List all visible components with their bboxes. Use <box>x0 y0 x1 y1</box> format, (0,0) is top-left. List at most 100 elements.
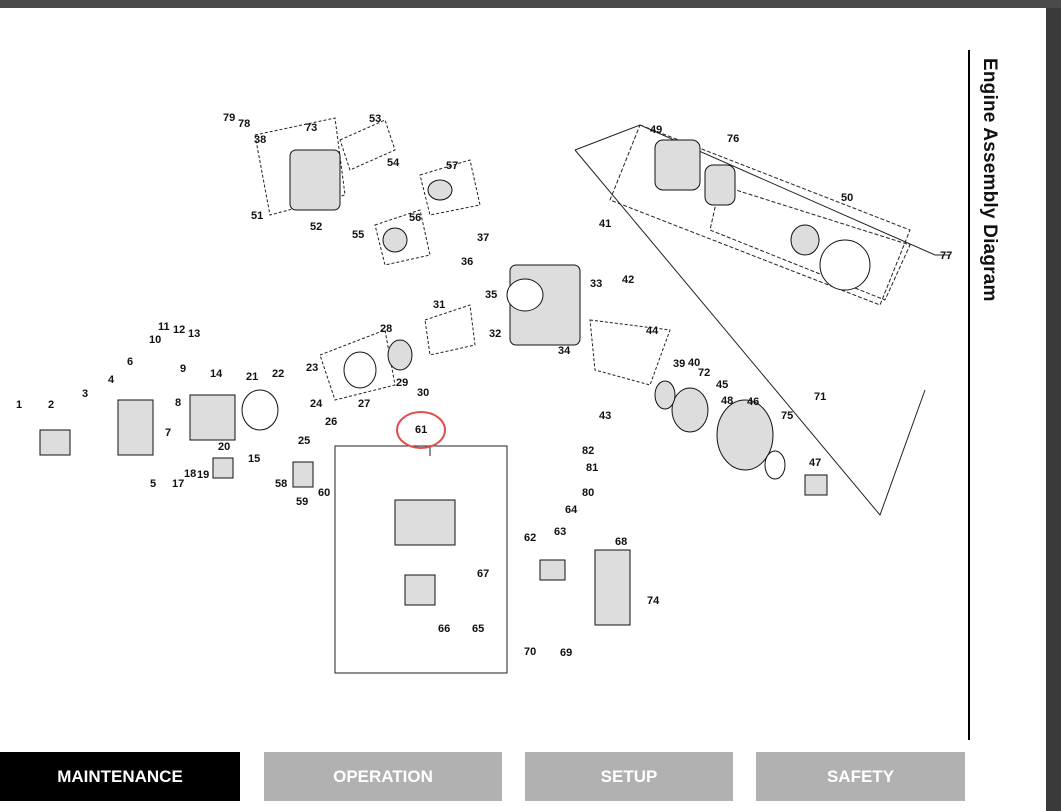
part-label-37: 37 <box>477 232 489 244</box>
part-label-79: 79 <box>223 112 235 124</box>
part-label-62: 62 <box>524 532 536 544</box>
part-label-5: 5 <box>150 478 156 490</box>
head-gasket-shape <box>241 389 279 431</box>
piston-rings-shape <box>343 351 377 389</box>
part-label-19: 19 <box>197 469 209 481</box>
part-label-34: 34 <box>558 345 571 357</box>
part-label-30: 30 <box>417 387 429 399</box>
camshaft-group <box>374 209 431 266</box>
part-label-74: 74 <box>647 595 660 607</box>
part-label-33: 33 <box>590 278 602 290</box>
part-label-11: 11 <box>158 321 170 333</box>
carburetor-body-shape <box>394 499 456 546</box>
intake-manifold-shape <box>539 559 566 581</box>
part-label-23: 23 <box>306 362 318 374</box>
flywheel-shape <box>716 399 774 471</box>
part-label-3: 3 <box>82 388 88 400</box>
part-label-32: 32 <box>489 328 501 340</box>
part-label-24: 24 <box>310 398 323 410</box>
part-label-28: 28 <box>380 323 392 335</box>
part-label-47: 47 <box>809 457 821 469</box>
part-label-50: 50 <box>841 192 853 204</box>
recoil-starter-shape <box>819 239 871 291</box>
part-label-60: 60 <box>318 487 330 499</box>
part-label-51: 51 <box>251 210 263 222</box>
part-label-71: 71 <box>814 391 826 403</box>
recoil-starter-group <box>609 124 911 306</box>
part-label-40: 40 <box>688 357 700 369</box>
part-label-21: 21 <box>246 371 258 383</box>
part-label-55: 55 <box>352 229 364 241</box>
piston-shape <box>387 339 413 371</box>
part-label-29: 29 <box>396 377 408 389</box>
part-label-13: 13 <box>188 328 200 340</box>
part-label-49: 49 <box>650 124 662 136</box>
part-label-8: 8 <box>175 397 181 409</box>
tab-setup[interactable]: SETUP <box>525 752 733 801</box>
part-label-12: 12 <box>173 324 185 336</box>
part-label-41: 41 <box>599 218 611 230</box>
tab-maintenance[interactable]: MAINTENANCE <box>0 752 240 801</box>
part-label-76: 76 <box>727 133 739 145</box>
part-label-18: 18 <box>184 468 196 480</box>
cylinder-bore-shape <box>506 278 544 312</box>
starter-inner-group <box>709 184 911 301</box>
cam-gear-shape <box>382 227 408 253</box>
part-label-70: 70 <box>524 646 536 658</box>
part-label-2: 2 <box>48 399 54 411</box>
part-label-15: 15 <box>248 453 260 465</box>
fan-shape <box>654 380 676 410</box>
part-label-46: 46 <box>747 396 759 408</box>
part-label-43: 43 <box>599 410 611 422</box>
part-label-52: 52 <box>310 221 322 233</box>
governor-group <box>339 119 396 171</box>
part-label-31: 31 <box>433 299 445 311</box>
part-label-48: 48 <box>721 395 733 407</box>
part-label-57: 57 <box>446 160 458 172</box>
carburetor-box <box>334 445 508 674</box>
intake-spacer-shape <box>292 461 314 488</box>
page-title: Engine Assembly Diagram <box>979 58 1000 302</box>
part-label-1: 1 <box>16 399 22 411</box>
rocker-cover-shape <box>39 429 71 456</box>
part-label-10: 10 <box>149 334 161 346</box>
part-label-27: 27 <box>358 398 370 410</box>
piston-group <box>319 329 396 401</box>
part-label-65: 65 <box>472 623 484 635</box>
starter-pulley-cup-shape <box>804 474 828 496</box>
part-label-63: 63 <box>554 526 566 538</box>
leader-line <box>574 124 950 256</box>
part-label-66: 66 <box>438 623 450 635</box>
document-page <box>0 8 1046 811</box>
tab-safety[interactable]: SAFETY <box>756 752 965 801</box>
highlight-circle <box>396 411 446 449</box>
part-label-22: 22 <box>272 368 284 380</box>
flywheel-nut-shape <box>764 450 786 480</box>
part-label-45: 45 <box>716 379 728 391</box>
connecting-rod-group <box>424 304 476 356</box>
part-label-35: 35 <box>485 289 497 301</box>
part-label-61: 61 <box>415 424 427 436</box>
part-label-68: 68 <box>615 536 627 548</box>
part-label-59: 59 <box>296 496 308 508</box>
part-label-26: 26 <box>325 416 337 428</box>
part-label-42: 42 <box>622 274 634 286</box>
ignition-group <box>589 319 671 386</box>
part-label-78: 78 <box>238 118 250 130</box>
flywheel-enclosure <box>574 149 926 516</box>
scroll-gutter[interactable] <box>1046 8 1061 811</box>
tab-operation[interactable]: OPERATION <box>264 752 502 801</box>
part-label-72: 72 <box>698 367 710 379</box>
part-label-77: 77 <box>940 250 952 262</box>
cylinder-head-shape <box>117 399 154 456</box>
part-label-4: 4 <box>108 374 115 386</box>
part-label-38: 38 <box>254 134 266 146</box>
part-label-73: 73 <box>305 122 317 134</box>
part-label-81: 81 <box>586 462 598 474</box>
muffler-shape <box>594 549 631 626</box>
title-rule <box>968 50 970 740</box>
part-label-56: 56 <box>409 212 421 224</box>
part-label-64: 64 <box>565 504 578 516</box>
